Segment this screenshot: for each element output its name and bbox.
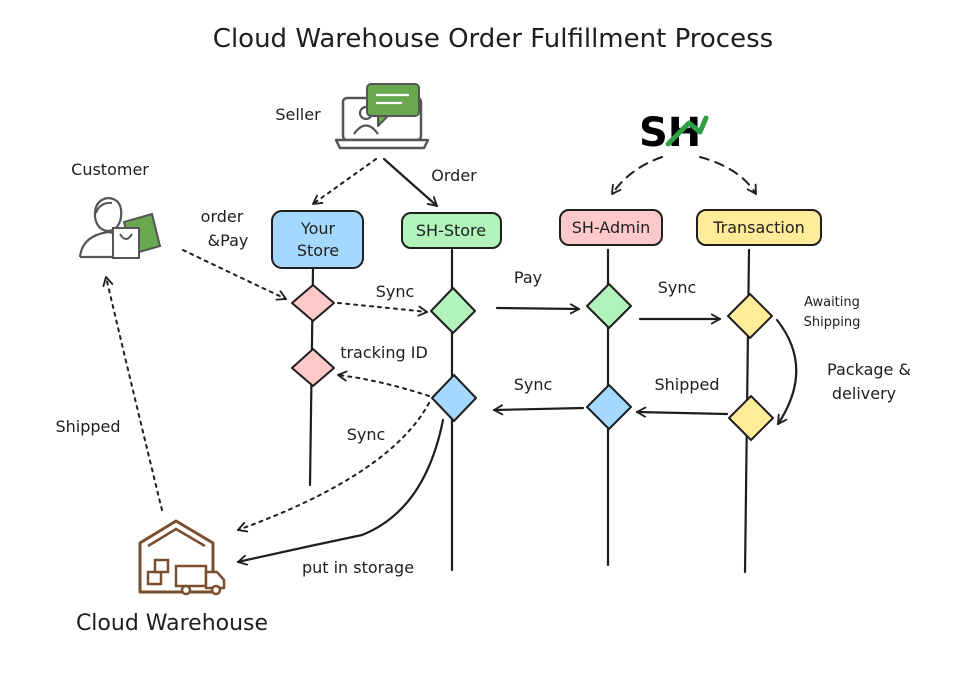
- sync-back-arrow: [492, 404, 585, 416]
- sync-label-4: Sync: [347, 425, 386, 444]
- your-store-pay-diamond: [291, 284, 335, 322]
- warehouse-truck-icon: [138, 519, 226, 596]
- sh-logo-icon: SH: [639, 110, 709, 156]
- shipped-customer-arrow: [102, 276, 163, 511]
- seller-label: Seller: [275, 105, 321, 124]
- sh-admin-shipped-diamond: [586, 384, 632, 430]
- pay-arrow: [495, 303, 581, 315]
- diagram-title: Cloud Warehouse Order Fulfillment Proces…: [213, 24, 773, 54]
- logo-to-transaction-arrow: [699, 156, 757, 195]
- sh-store-label: SH-Store: [416, 221, 486, 240]
- customer-label: Customer: [71, 160, 149, 179]
- awaiting-shipping-label-2: Shipping: [804, 315, 861, 330]
- put-in-storage-label: put in storage: [302, 558, 414, 577]
- order-pay-label-2: &Pay: [208, 231, 249, 250]
- order-label-top: Order: [431, 166, 477, 185]
- tracking-id-arrow: [337, 370, 430, 397]
- sync-warehouse-arrow: [237, 402, 430, 533]
- awaiting-shipping-label-1: Awaiting: [804, 295, 860, 310]
- sh-admin-node: SH-Admin: [559, 209, 663, 246]
- shipped-label-1: Shipped: [654, 375, 719, 394]
- your-store-tracking-diamond: [291, 348, 335, 387]
- pay-label: Pay: [514, 268, 542, 287]
- tracking-id-label: tracking ID: [340, 343, 428, 362]
- your-store-label-1: Your: [300, 219, 336, 238]
- order-pay-label-1: order: [201, 207, 244, 226]
- sh-store-node: SH-Store: [401, 212, 502, 249]
- shipped-label-2: Shipped: [55, 417, 120, 436]
- transaction-node: Transaction: [696, 209, 822, 246]
- sh-admin-pay-diamond: [586, 283, 632, 329]
- customer-shopping-icon: [78, 196, 162, 259]
- sh-store-sync-diamond: [430, 287, 476, 334]
- your-store-label-2: Store: [297, 241, 339, 260]
- customer-order-pay-arrow: [182, 249, 287, 301]
- cloud-warehouse-label: Cloud Warehouse: [76, 611, 268, 636]
- sync-label-1: Sync: [376, 282, 415, 301]
- sh-logo-text: SH: [639, 110, 701, 156]
- seller-to-your-store-arrow: [312, 158, 377, 205]
- transaction-label: Transaction: [712, 218, 805, 237]
- seller-laptop-chat-icon: [334, 83, 430, 150]
- sync-label-2: Sync: [658, 278, 697, 297]
- put-in-storage-arrow: [236, 418, 445, 566]
- shipped-admin-arrow: [635, 406, 729, 418]
- logo-to-admin-arrow: [611, 156, 663, 195]
- sh-store-shipped-diamond: [431, 374, 477, 422]
- transaction-awaiting-diamond: [727, 293, 773, 339]
- package-delivery-arrow: [775, 318, 798, 426]
- transaction-shipped-diamond: [728, 395, 774, 441]
- sync-store-arrow: [337, 302, 428, 317]
- sync-label-3: Sync: [514, 375, 553, 394]
- package-delivery-label-2: delivery: [832, 384, 896, 403]
- your-store-node: Your Store: [271, 210, 364, 269]
- sh-admin-label: SH-Admin: [572, 218, 651, 237]
- package-delivery-label-1: Package &: [827, 360, 911, 379]
- seller-to-sh-store-arrow: [382, 157, 439, 208]
